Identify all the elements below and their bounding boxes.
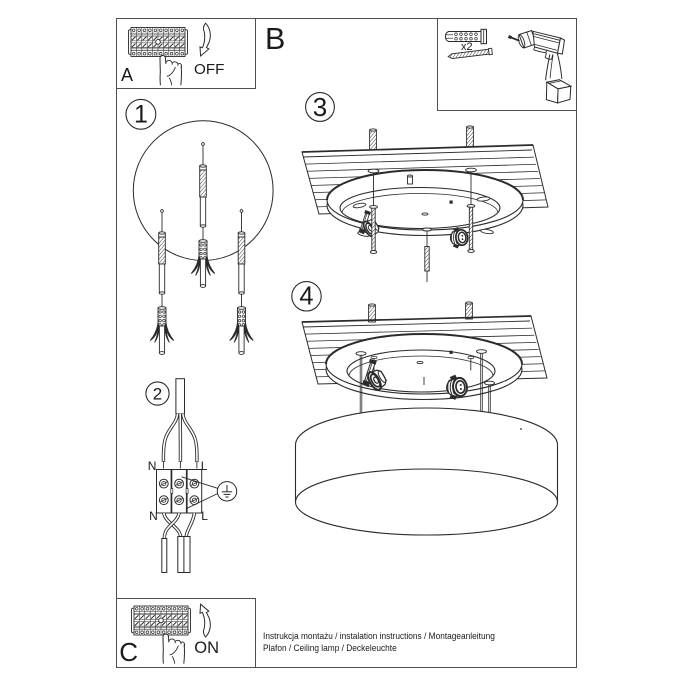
panel-a-label: A: [121, 64, 134, 85]
screw-icon: [447, 47, 493, 60]
step4-art: [294, 301, 559, 536]
breaker-panel-and-hand: [128, 27, 188, 86]
footer-line-1: Instrukcja montażu / instalation instruc…: [263, 630, 495, 641]
wall-plug-icon: [444, 28, 487, 45]
breaker-panel-and-hand: [131, 605, 191, 665]
wiring-label-n-top: N: [147, 459, 157, 474]
step-circle-2: [145, 381, 170, 406]
panel-c-label: C: [119, 637, 138, 668]
arrow-up-icon: [199, 603, 211, 638]
drum-shade-art: [294, 407, 559, 536]
section-b-label: B: [265, 22, 286, 57]
panel-c-box: [116, 598, 256, 668]
wiring-diagram-art: [156, 378, 238, 573]
step-circle-1: [125, 98, 157, 130]
step-number-1: 1: [134, 100, 148, 128]
panel-a-state: OFF: [194, 60, 225, 78]
step-circle-4: [291, 281, 322, 312]
step-circle-3: [305, 92, 335, 122]
lamp-socket-icon: [449, 227, 469, 249]
socket-body: [367, 369, 387, 391]
screw-anchor: [229, 209, 254, 355]
step-number-4: 4: [299, 281, 314, 310]
lamp-socket-icon: [446, 374, 468, 400]
screw-anchor: [190, 142, 216, 288]
wiring-label-l-top: L: [200, 459, 208, 474]
step3-art: [301, 125, 549, 282]
panel-a-box: [116, 18, 256, 89]
mounting-plate-art: [326, 169, 524, 237]
wiring-label-l-bottom: L: [201, 508, 208, 523]
step-number-3: 3: [312, 92, 328, 122]
parts-art: [444, 28, 573, 104]
mounting-plate-art: [325, 333, 523, 401]
drill-icon: [507, 29, 573, 104]
step-number-2: 2: [152, 384, 163, 403]
screw-anchor: [149, 209, 175, 355]
wiring-label-n-bottom: N: [149, 508, 158, 523]
step1-art: [132, 120, 274, 355]
panel-c-state: ON: [194, 639, 220, 657]
footer-line-2: Plafon / Ceiling lamp / Deckeleuchte: [263, 641, 397, 653]
main-frame: [116, 18, 577, 668]
arrow-down-icon: [199, 22, 211, 58]
lamp-socket-icon: [362, 358, 387, 391]
parts-box: [437, 18, 577, 111]
parts-quantity: x2: [461, 41, 473, 53]
